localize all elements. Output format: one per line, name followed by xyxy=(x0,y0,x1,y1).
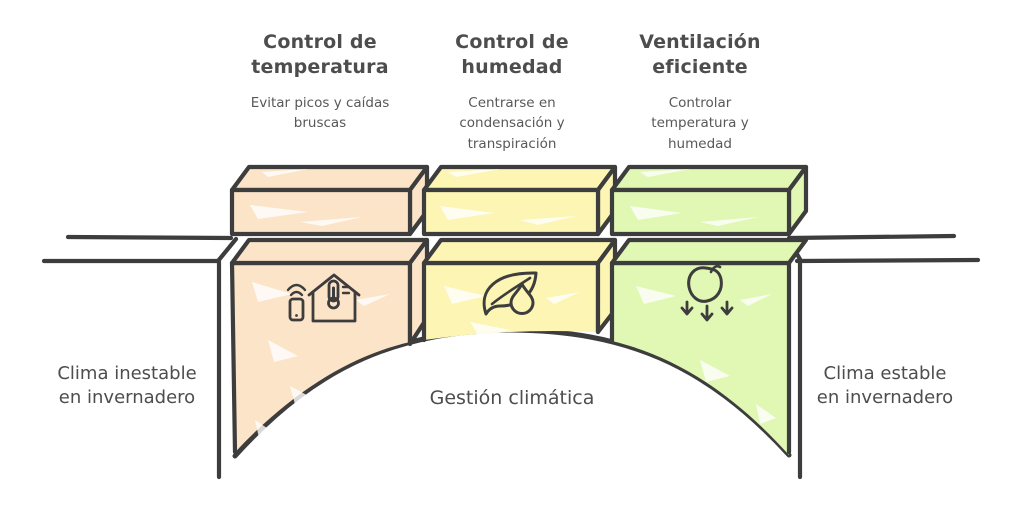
bridge-deck-left xyxy=(41,234,239,264)
ventilation-column-title: Ventilación eficiente xyxy=(639,31,761,78)
drawing-root xyxy=(41,164,981,480)
humidity-box-lid-top xyxy=(421,164,618,193)
humidity-column-subtitle: Centrarse en condensación y transpiració… xyxy=(459,95,565,152)
stable-climate-label: Clima estable en invernadero xyxy=(816,363,954,409)
ventilation-box xyxy=(609,164,809,455)
temperature-box-lid-top xyxy=(229,164,430,193)
ventilation-box-texture xyxy=(630,169,776,424)
temperature-box-lid-front xyxy=(229,187,413,237)
temperature-box-texture xyxy=(250,169,390,438)
climate-management-label: Gestión climática xyxy=(429,387,595,409)
temperature-box xyxy=(229,164,430,455)
ventilation-box-lid-top xyxy=(609,164,809,193)
ventilation-column-subtitle: Controlar temperatura y humedad xyxy=(651,95,749,152)
temperature-box-body-fill xyxy=(232,263,410,452)
apple-airflow-down-icon xyxy=(680,264,734,322)
smart-thermostat-house-icon xyxy=(286,273,361,323)
unstable-climate-label: Clima inestable en invernadero xyxy=(57,363,197,409)
humidity-box-lid-front xyxy=(421,187,601,237)
bridge-deck-right xyxy=(786,233,981,264)
temperature-column-title: Control de temperatura xyxy=(251,31,389,78)
leaf-water-drop-icon xyxy=(482,271,538,316)
humidity-box-body-top xyxy=(421,237,618,266)
humidity-box-texture xyxy=(440,169,580,338)
ventilation-box-body-fill xyxy=(612,263,789,455)
ventilation-box-body-top xyxy=(609,237,809,266)
humidity-column-title: Control de humedad xyxy=(455,31,569,78)
temperature-box-body-top xyxy=(229,237,430,266)
ventilation-box-lid-front xyxy=(609,187,792,237)
temperature-column-subtitle: Evitar picos y caídas bruscas xyxy=(250,95,390,132)
humidity-box xyxy=(421,164,618,343)
